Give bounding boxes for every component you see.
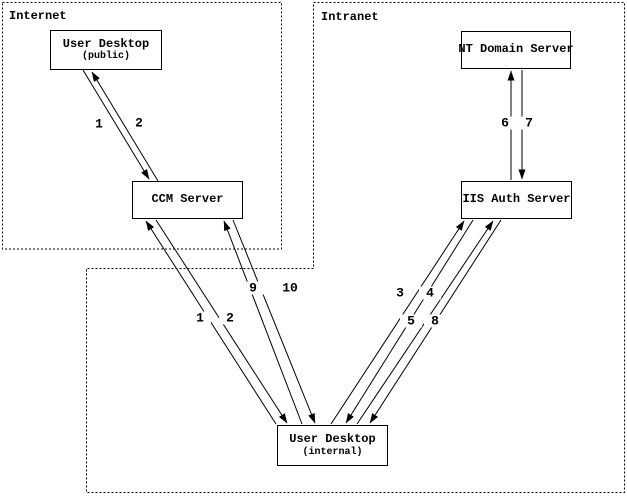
node-title: CCM Server [151,192,224,207]
flow-step-label-step-7: 7 [518,116,540,130]
arrow-step3-internal-desktop-to-iis [330,220,465,425]
node-subtitle: (internal) [302,446,363,458]
flow-step-label-step-1-public: 1 [88,117,110,131]
flow-step-label-step-9: 9 [242,281,264,295]
arrow-step9-internal-desktop-to-ccm [223,220,303,425]
flow-step-label-step-5: 5 [400,314,422,328]
arrow-step2-ccm-to-public-desktop [91,71,159,182]
flow-step-label-step-3: 3 [389,286,411,300]
internet-region-outline [2,2,282,250]
flow-step-label-step-10: 10 [279,281,301,295]
flow-step-label-step-8: 8 [424,314,446,328]
node-user-desktop-public: User Desktop (public) [50,30,162,70]
node-title: User Desktop [62,36,150,51]
flow-step-label-step-6: 6 [494,116,516,130]
node-user-desktop-internal: User Desktop (internal) [277,425,388,466]
internet-region-label: Internet [9,9,67,23]
flow-step-label-step-2-public: 2 [128,116,150,130]
node-title: User Desktop [289,432,376,447]
intranet-region-outline [86,2,625,493]
intranet-region-label: Intranet [321,10,379,24]
node-iis-auth-server: IIS Auth Server [461,181,572,219]
flow-step-label-step-1-internal: 1 [189,311,211,325]
node-title: NT Domain Server [458,42,574,57]
arrow-step1-public-desktop-to-ccm [82,69,150,180]
arrow-step10-ccm-to-internal-desktop [232,219,316,424]
node-title: IIS Auth Server [462,192,571,207]
flow-step-label-step-2-internal: 2 [219,311,241,325]
arrow-step1-internal-desktop-to-ccm [145,220,277,425]
node-subtitle: (public) [81,51,130,63]
node-ccm-server: CCM Server [132,181,243,219]
node-nt-domain-server: NT Domain Server [458,31,574,69]
flow-step-label-step-4: 4 [419,286,441,300]
